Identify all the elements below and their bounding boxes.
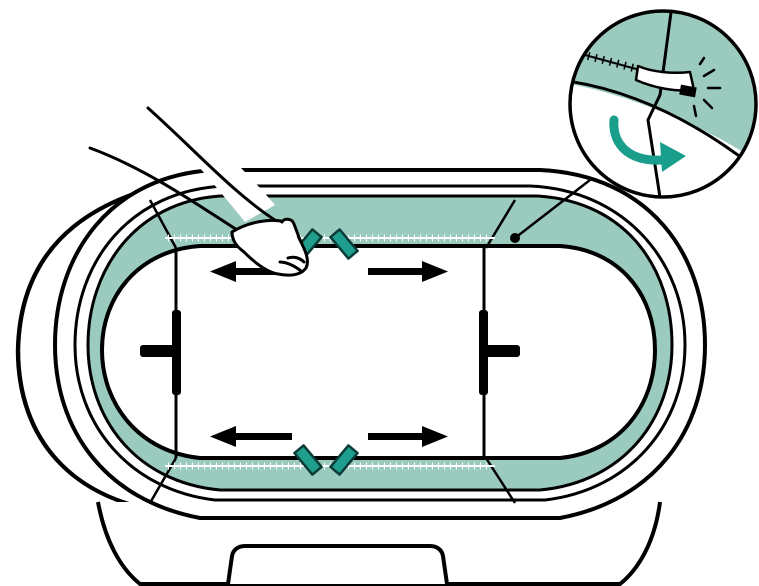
callout-border: [568, 9, 758, 199]
seam-top-left: [148, 199, 178, 249]
callout-anchor-dot: [510, 233, 520, 243]
hand-finger-1: [280, 217, 302, 242]
bassinet-base: [96, 501, 662, 586]
callout-stitch-ticks: [586, 52, 640, 73]
bracket-left-horizontal: [140, 345, 178, 357]
stretch-arrow-icon: [210, 426, 292, 447]
stretch-arrows: [210, 261, 448, 447]
snap-clip-icon: [329, 444, 359, 476]
arm-upper-line: [146, 106, 280, 224]
base-handle: [226, 544, 449, 585]
curved-rotate-arrow-icon: [609, 115, 686, 172]
callout-leader-line: [514, 179, 591, 239]
stretch-arrow-icon: [210, 261, 292, 282]
arm-lower-line: [88, 146, 247, 237]
side-brackets: [140, 310, 520, 395]
arm-sleeve: [148, 98, 275, 222]
callout-stitch: [584, 54, 641, 71]
stretch-arrow-icon: [368, 426, 448, 447]
snap-clip-icon: [293, 444, 323, 476]
shell-inner-rim: [73, 184, 687, 502]
hand-finger-3: [278, 260, 304, 274]
seam-top-right: [484, 199, 517, 249]
snap-clips: [293, 228, 359, 476]
hand-finger-2: [286, 255, 306, 264]
hand-pulling-icon: [88, 98, 309, 277]
snap-clip-icon: [329, 228, 359, 260]
magnifier-callout-icon: [568, 9, 758, 199]
callout-seam: [646, 11, 674, 197]
stretch-arrow-icon: [368, 261, 448, 282]
bracket-right-horizontal: [482, 345, 520, 357]
inner-opening: [99, 244, 658, 460]
snap-burst: [692, 56, 722, 118]
callout-clip-end: [679, 84, 697, 98]
